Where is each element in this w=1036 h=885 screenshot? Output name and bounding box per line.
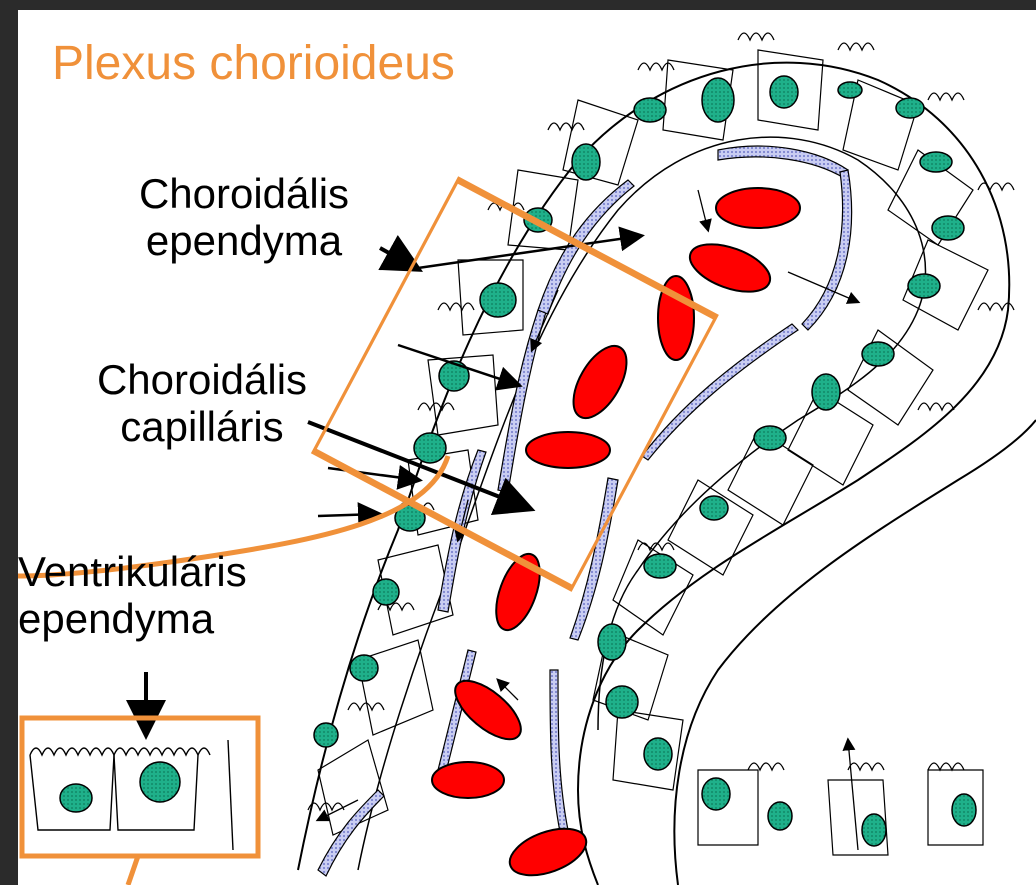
label-ventricular-ependyma: Ventrikuláris ependyma	[18, 548, 308, 642]
label-line: Choroidális	[62, 356, 342, 403]
slide: Plexus chorioideus Choroidális ependyma …	[18, 10, 1036, 885]
label-line: capilláris	[62, 403, 342, 450]
ventricular-nuclei	[60, 762, 180, 812]
cell-nuclei	[314, 76, 976, 846]
slide-title: Plexus chorioideus	[52, 36, 455, 91]
label-line: Choroidális	[104, 170, 384, 217]
label-choroidal-capillary: Choroidális capilláris	[62, 356, 342, 450]
label-choroidal-ependyma: Choroidális ependyma	[104, 170, 384, 264]
label-line: ependyma	[18, 595, 308, 642]
label-line: Ventrikuláris	[18, 548, 308, 595]
label-line: ependyma	[104, 217, 384, 264]
highlight-connector-bottom	[128, 856, 138, 885]
